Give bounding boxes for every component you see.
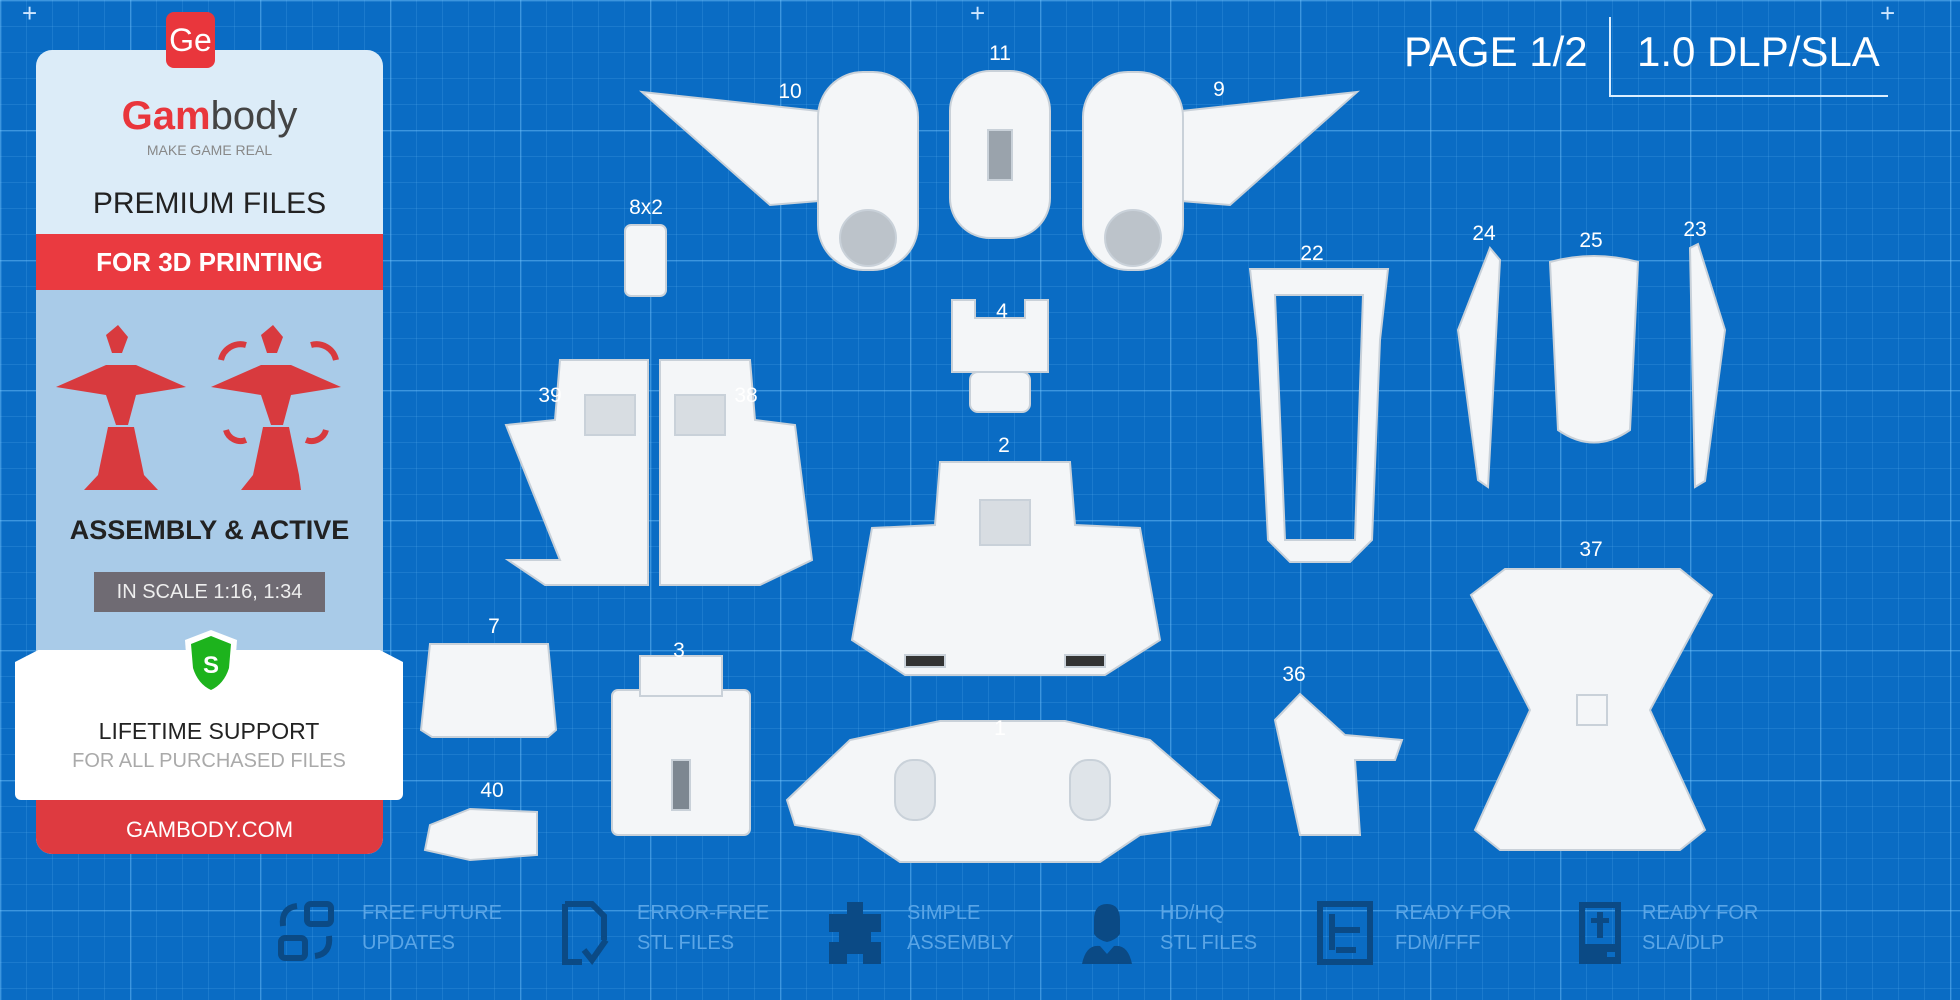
part-label: 37 xyxy=(1579,538,1603,561)
file-check-icon xyxy=(562,901,609,966)
part-4 xyxy=(951,299,1049,413)
feature-fdm: READY FOR FDM/FFF xyxy=(1395,898,1511,958)
part-label: 24 xyxy=(1472,222,1496,245)
registration-mark: + xyxy=(1880,0,1896,28)
registration-mark: + xyxy=(970,0,986,28)
part-label: 9 xyxy=(1213,78,1225,101)
part-label: 39 xyxy=(538,384,562,407)
print-profile: 1.0 DLP/SLA xyxy=(1637,28,1880,75)
part-label: 25 xyxy=(1579,229,1603,252)
feature-line: STL FILES xyxy=(637,932,735,954)
part-label: 22 xyxy=(1300,242,1324,265)
feature-line: SIMPLE xyxy=(907,902,981,924)
part-23 xyxy=(1688,242,1727,489)
part-9 xyxy=(1082,71,1360,271)
part-3 xyxy=(611,655,751,836)
part-8x2 xyxy=(624,224,667,297)
part-40 xyxy=(423,807,538,862)
shield-letter: S xyxy=(203,652,219,679)
feature-line: UPDATES xyxy=(362,932,455,954)
feature-line: HD/HQ xyxy=(1160,902,1225,924)
registration-mark: + xyxy=(22,0,38,28)
shield-icon: S xyxy=(185,630,237,696)
sla-printer-icon xyxy=(1579,902,1621,964)
part-label: 1 xyxy=(994,717,1006,740)
part-36 xyxy=(1273,692,1404,836)
fdm-printer-icon xyxy=(1317,901,1373,965)
part-37 xyxy=(1469,568,1714,851)
feature-assembly: SIMPLE ASSEMBLY xyxy=(907,898,1013,958)
part-label: 7 xyxy=(488,615,500,638)
part-38 xyxy=(659,359,814,586)
part-39 xyxy=(504,359,649,586)
part-2 xyxy=(850,461,1162,676)
feature-error-free: ERROR-FREE STL FILES xyxy=(637,898,769,958)
feature-line: FREE FUTURE xyxy=(362,902,502,924)
part-label: 3 xyxy=(673,639,685,662)
feature-sla: READY FOR SLA/DLP xyxy=(1642,898,1758,958)
support-subtitle: FOR ALL PURCHASED FILES xyxy=(72,750,346,772)
part-7 xyxy=(419,643,558,738)
for-3d-printing-band: FOR 3D PRINTING xyxy=(36,234,383,290)
refresh-icon xyxy=(278,901,334,961)
feature-hdhq: HD/HQ STL FILES xyxy=(1160,898,1257,958)
part-11 xyxy=(949,70,1051,239)
part-22 xyxy=(1248,268,1390,563)
print-profile-box: 1.0 DLP/SLA xyxy=(1609,17,1888,97)
premium-files: PREMIUM FILES xyxy=(92,187,327,220)
feature-line: READY FOR xyxy=(1642,902,1759,924)
part-10 xyxy=(638,71,919,271)
feature-line: FDM/FFF xyxy=(1395,932,1481,954)
feature-updates: FREE FUTURE UPDATES xyxy=(362,898,502,958)
part-label: 11 xyxy=(989,42,1011,65)
feature-line: ASSEMBLY xyxy=(907,932,1014,954)
part-label: 40 xyxy=(480,779,504,802)
part-label: 10 xyxy=(778,80,802,103)
brand-red: Gam xyxy=(121,94,211,138)
part-24 xyxy=(1456,246,1502,489)
part-25 xyxy=(1548,255,1640,444)
part-label: 2 xyxy=(998,434,1010,457)
part-label: 38 xyxy=(734,384,758,407)
website-link[interactable]: GAMBODY.COM xyxy=(36,800,383,854)
tagline: MAKE GAME REAL xyxy=(146,142,273,158)
feature-line: ERROR-FREE xyxy=(637,902,770,924)
part-label: 8x2 xyxy=(629,196,663,219)
support-title: LIFETIME SUPPORT xyxy=(98,718,320,744)
part-label: 4 xyxy=(996,300,1008,323)
brand-name: Gambody xyxy=(36,94,383,139)
page-indicator: PAGE 1/2 xyxy=(1404,28,1588,75)
feature-line: SLA/DLP xyxy=(1642,932,1725,954)
feature-line: STL FILES xyxy=(1160,932,1258,954)
part-label: 23 xyxy=(1683,218,1707,241)
part-label: 36 xyxy=(1282,663,1306,686)
feature-line: READY FOR xyxy=(1395,902,1512,924)
puzzle-icon xyxy=(829,902,881,964)
brand-dark: body xyxy=(210,94,298,138)
assembly-figures-illustration xyxy=(56,325,341,490)
part-1 xyxy=(785,720,1221,863)
assembly-active: ASSEMBLY & ACTIVE xyxy=(69,515,350,545)
scale-badge: IN SCALE 1:16, 1:34 xyxy=(94,572,325,612)
ironman-icon xyxy=(1082,904,1132,964)
gambody-logo: Ge xyxy=(166,12,215,68)
